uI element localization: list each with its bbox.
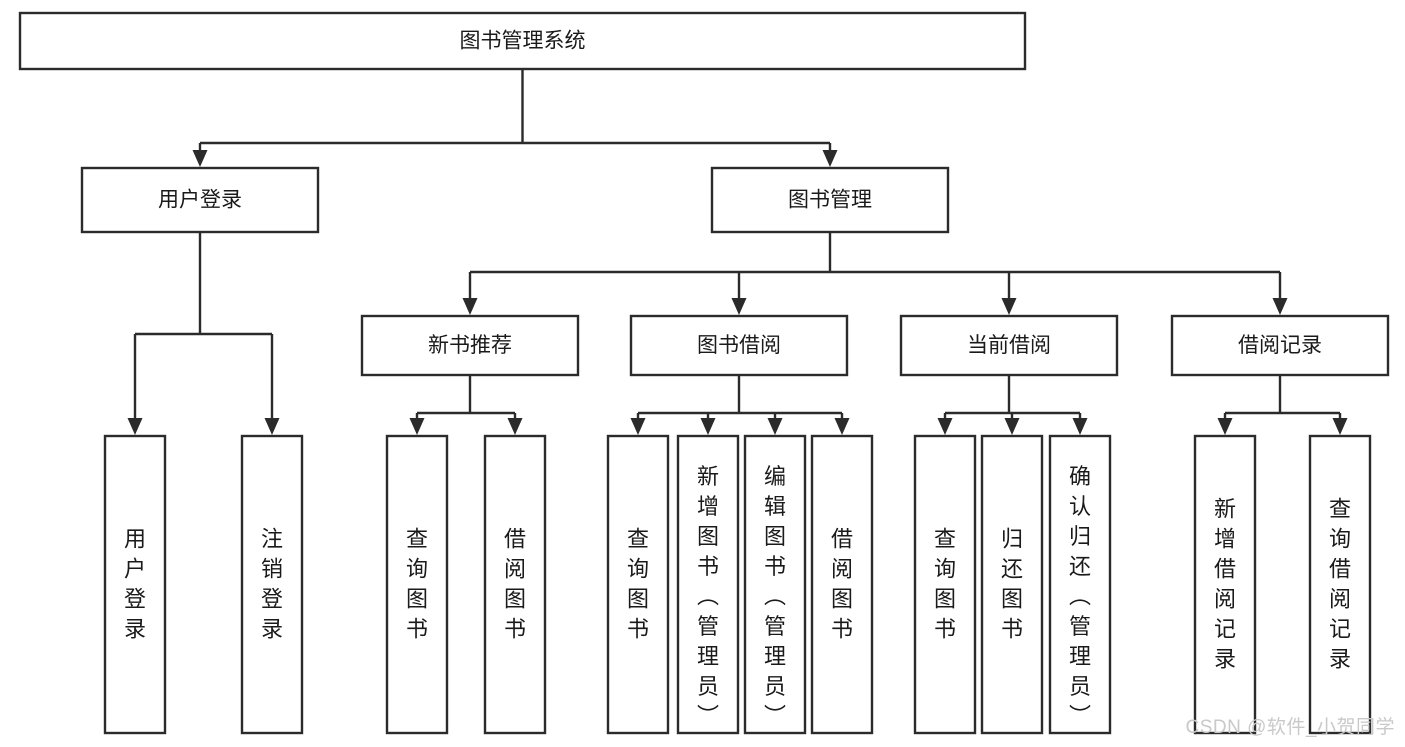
node-box-user-login — [80, 166, 320, 234]
node-leaf-borrow-book-2[interactable]: 借阅图书 — [810, 434, 874, 735]
node-label-book-manage: 图书管理 — [788, 189, 872, 212]
node-label-leaf-query-book-3: 查询图书 — [934, 527, 956, 642]
node-label-root: 图书管理系统 — [460, 30, 586, 53]
node-box-leaf-edit-book — [743, 434, 807, 735]
arrow-to-borrow-record — [1272, 298, 1288, 315]
node-label-user-login: 用户登录 — [158, 189, 242, 212]
arrow-to-user-login — [192, 150, 208, 167]
node-new-book-recommend[interactable]: 新书推荐 — [360, 314, 580, 377]
node-leaf-add-borrow-record[interactable]: 新增借阅记录 — [1193, 434, 1257, 735]
node-borrow-record[interactable]: 借阅记录 — [1170, 314, 1390, 377]
arrow-to-leaf-user-login — [127, 418, 143, 435]
node-user-login[interactable]: 用户登录 — [80, 166, 320, 234]
arrow-to-leaf-query-book-1 — [409, 418, 425, 435]
arrow-to-new-book-recommend — [462, 298, 478, 315]
arrow-to-leaf-query-book-3 — [937, 418, 953, 435]
node-box-leaf-borrow-book-2 — [810, 434, 874, 735]
arrow-to-leaf-edit-book — [767, 418, 783, 435]
node-leaf-query-book-2[interactable]: 查询图书 — [606, 434, 670, 735]
node-label-leaf-user-login: 用户登录 — [124, 527, 146, 642]
node-box-leaf-add-book — [676, 434, 740, 735]
node-leaf-query-book-1[interactable]: 查询图书 — [385, 434, 449, 735]
node-box-leaf-query-book-2 — [606, 434, 670, 735]
node-label-leaf-add-book: 新增图书（管理员） — [697, 464, 719, 729]
node-box-borrow-record — [1170, 314, 1390, 377]
node-label-leaf-query-book-2: 查询图书 — [627, 527, 649, 642]
node-label-current-borrow: 当前借阅 — [967, 334, 1051, 357]
node-box-leaf-confirm-return — [1048, 434, 1112, 735]
node-box-root — [18, 11, 1027, 71]
node-box-book-borrow — [629, 314, 849, 377]
node-current-borrow[interactable]: 当前借阅 — [899, 314, 1119, 377]
node-leaf-edit-book[interactable]: 编辑图书（管理员） — [743, 434, 807, 735]
node-leaf-user-logout[interactable]: 注销登录 — [240, 434, 304, 735]
node-box-leaf-user-logout — [240, 434, 304, 735]
node-label-leaf-borrow-book-2: 借阅图书 — [831, 527, 853, 642]
node-box-new-book-recommend — [360, 314, 580, 377]
node-label-leaf-confirm-return: 确认归还（管理员） — [1069, 464, 1091, 729]
arrow-to-book-manage — [822, 150, 838, 167]
node-book-borrow[interactable]: 图书借阅 — [629, 314, 849, 377]
node-box-leaf-query-book-1 — [385, 434, 449, 735]
arrow-to-book-borrow — [731, 298, 747, 315]
node-label-leaf-return-book: 归还图书 — [1001, 527, 1023, 642]
node-label-leaf-query-book-1: 查询图书 — [406, 527, 428, 642]
arrow-to-leaf-query-borrow-record — [1332, 418, 1348, 435]
node-box-leaf-query-book-3 — [913, 434, 977, 735]
node-box-current-borrow — [899, 314, 1119, 377]
node-box-leaf-return-book — [980, 434, 1044, 735]
node-label-leaf-edit-book: 编辑图书（管理员） — [764, 464, 786, 729]
node-leaf-user-login[interactable]: 用户登录 — [103, 434, 167, 735]
node-label-new-book-recommend: 新书推荐 — [428, 334, 512, 357]
arrow-to-leaf-borrow-book-1 — [507, 418, 523, 435]
arrow-to-leaf-add-borrow-record — [1217, 418, 1233, 435]
node-leaf-query-book-3[interactable]: 查询图书 — [913, 434, 977, 735]
arrow-to-leaf-borrow-book-2 — [834, 418, 850, 435]
node-leaf-return-book[interactable]: 归还图书 — [980, 434, 1044, 735]
arrow-to-leaf-user-logout — [264, 418, 280, 435]
node-leaf-query-borrow-record[interactable]: 查询借阅记录 — [1308, 434, 1372, 735]
arrow-to-leaf-confirm-return — [1072, 418, 1088, 435]
node-label-borrow-record: 借阅记录 — [1238, 334, 1322, 357]
node-book-manage[interactable]: 图书管理 — [710, 166, 950, 234]
node-leaf-borrow-book-1[interactable]: 借阅图书 — [483, 434, 547, 735]
node-box-leaf-query-borrow-record — [1308, 434, 1372, 735]
node-leaf-confirm-return[interactable]: 确认归还（管理员） — [1048, 434, 1112, 735]
node-box-leaf-add-borrow-record — [1193, 434, 1257, 735]
node-label-book-borrow: 图书借阅 — [697, 334, 781, 357]
node-root[interactable]: 图书管理系统 — [18, 11, 1027, 71]
node-label-leaf-query-borrow-record: 查询借阅记录 — [1329, 497, 1351, 672]
arrow-to-leaf-query-book-2 — [630, 418, 646, 435]
arrow-to-leaf-return-book — [1004, 418, 1020, 435]
arrow-to-current-borrow — [1001, 298, 1017, 315]
node-box-book-manage — [710, 166, 950, 234]
node-box-leaf-borrow-book-1 — [483, 434, 547, 735]
node-label-leaf-user-logout: 注销登录 — [261, 527, 283, 642]
node-label-leaf-borrow-book-1: 借阅图书 — [504, 527, 526, 642]
node-label-leaf-add-borrow-record: 新增借阅记录 — [1214, 497, 1236, 672]
node-box-leaf-user-login — [103, 434, 167, 735]
arrow-to-leaf-add-book — [700, 418, 716, 435]
node-leaf-add-book[interactable]: 新增图书（管理员） — [676, 434, 740, 735]
